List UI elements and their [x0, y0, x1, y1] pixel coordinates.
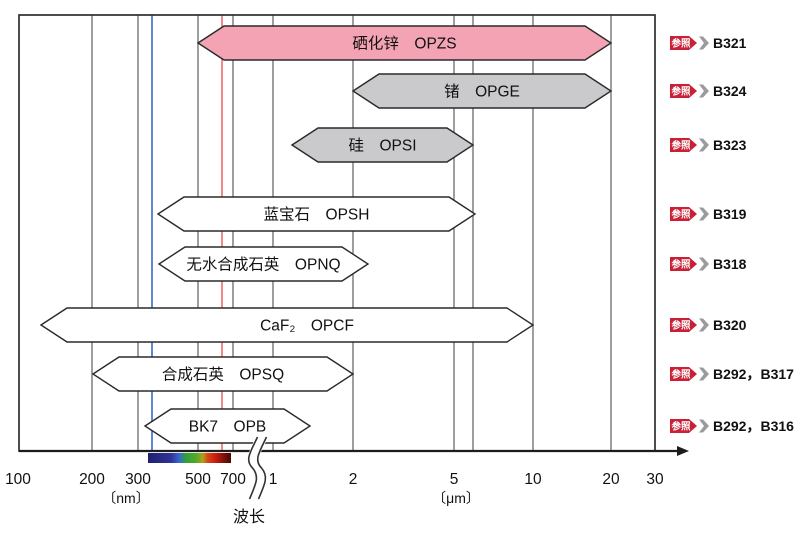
bar-label: 锗 OPGE	[444, 83, 520, 101]
reference-badges: 参照 B321 参照 B324 参照 B323 参照 B319 参照 B318 参照 B320 参照 B2…	[670, 35, 794, 434]
sanzhao-arrow-icon	[670, 257, 697, 271]
badge-label: 参照	[670, 320, 691, 332]
axis-arrow-icon	[677, 446, 689, 456]
ref-badge-opnq[interactable]: 参照 B318	[670, 256, 747, 272]
ref-badge-opsh[interactable]: 参照 B319	[670, 206, 747, 222]
ref-page-label: B321	[713, 35, 747, 51]
x-tick-label-200nm: 200	[79, 471, 105, 488]
sanzhao-arrow-icon	[670, 84, 697, 98]
ref-page-label: B323	[713, 137, 747, 153]
bar-label: 硅 OPSI	[348, 137, 416, 155]
range-bar-shape	[196, 25, 613, 61]
material-bar-opnq: 无水合成石英 OPNQ	[157, 246, 370, 282]
material-bar-opsh: 蓝宝石 OPSH	[156, 196, 477, 232]
chevron-right-icon	[699, 419, 709, 433]
x-tick-label-30um: 30	[646, 471, 664, 488]
chevron-right-icon	[699, 138, 709, 152]
sanzhao-arrow-icon	[670, 207, 697, 221]
chevron-right-icon	[699, 207, 709, 221]
sanzhao-arrow-icon	[670, 419, 697, 433]
ref-page-label: B318	[713, 256, 747, 272]
axis-break-icon	[256, 436, 268, 500]
ref-badge-opge[interactable]: 参照 B324	[670, 83, 747, 99]
range-bar-shape	[351, 73, 613, 109]
range-bar-shape	[290, 127, 475, 163]
bar-label: 蓝宝石 OPSH	[264, 206, 370, 224]
chevron-right-icon	[699, 84, 709, 98]
ref-page-label: B292，B316	[713, 418, 794, 434]
badge-label: 参照	[670, 140, 691, 152]
x-axis-title: 波长	[233, 508, 265, 526]
chevron-right-icon	[699, 257, 709, 271]
ref-badge-opzs[interactable]: 参照 B321	[670, 35, 747, 51]
sanzhao-arrow-icon	[670, 138, 697, 152]
material-bar-opge: 锗 OPGE	[351, 73, 613, 109]
range-bar-shape	[91, 356, 355, 392]
ref-badge-opsi[interactable]: 参照 B323	[670, 137, 747, 153]
ref-page-label: B324	[713, 83, 747, 99]
x-tick-label-2um: 2	[349, 471, 358, 488]
range-bar-shape	[143, 408, 312, 444]
material-bar-opsq: 合成石英 OPSQ	[91, 356, 355, 392]
ref-badge-opb[interactable]: 参照 B292，B316	[670, 418, 794, 434]
axis-break-gap	[247, 434, 267, 502]
axis-break-icon	[247, 436, 259, 500]
x-axis: 100 200 300 500 700 1 2 5 10 20 30	[5, 434, 689, 502]
badge-label: 参照	[670, 421, 691, 433]
x-axis-unit-nm: 〔nm〕	[102, 490, 149, 506]
range-bar-shape	[39, 307, 535, 343]
badge-label: 参照	[670, 38, 691, 50]
x-axis-unit-um: 〔μm〕	[432, 490, 480, 506]
x-tick-label-1um: 1	[269, 471, 278, 488]
badge-label: 参照	[670, 369, 691, 381]
ref-page-label: B292，B317	[713, 366, 794, 382]
badge-label: 参照	[670, 209, 691, 221]
sanzhao-arrow-icon	[670, 367, 697, 381]
bar-label: 无水合成石英 OPNQ	[186, 256, 340, 274]
range-bar-shape	[157, 246, 370, 282]
material-bar-opb: BK7 OPB	[143, 408, 312, 444]
ref-page-label: B319	[713, 206, 747, 222]
material-bar-opsi: 硅 OPSI	[290, 127, 475, 163]
badge-label: 参照	[670, 259, 691, 271]
material-bars: 硒化锌 OPZS 锗 OPGE 硅 OPSI 蓝宝石 OPSH 无水合成石英 OPNQ C…	[39, 25, 613, 444]
chevron-right-icon	[699, 318, 709, 332]
sanzhao-arrow-icon	[670, 318, 697, 332]
material-bar-opcf: CaF₂ OPCF	[39, 307, 535, 343]
ref-badge-opsq[interactable]: 参照 B292，B317	[670, 366, 794, 382]
bar-label: CaF₂ OPCF	[260, 318, 354, 335]
ref-badge-opcf[interactable]: 参照 B320	[670, 317, 747, 333]
x-tick-label-10um: 10	[524, 471, 542, 488]
x-tick-label-5um: 5	[450, 471, 459, 488]
x-tick-label-700nm: 700	[220, 471, 246, 488]
chevron-right-icon	[699, 367, 709, 381]
bar-label: 硒化锌 OPZS	[352, 35, 456, 53]
x-tick-label-100nm: 100	[5, 471, 31, 488]
x-tick-label-300nm: 300	[125, 471, 151, 488]
range-bar-shape	[156, 196, 477, 232]
visible-spectrum-strip	[148, 453, 231, 463]
badge-label: 参照	[670, 86, 691, 98]
bar-label: BK7 OPB	[189, 419, 267, 436]
x-tick-label-500nm: 500	[185, 471, 211, 488]
sanzhao-arrow-icon	[670, 36, 697, 50]
x-tick-label-20um: 20	[602, 471, 620, 488]
bar-label: 合成石英 OPSQ	[162, 366, 284, 384]
chevron-right-icon	[699, 36, 709, 50]
ref-page-label: B320	[713, 317, 747, 333]
material-bar-opzs: 硒化锌 OPZS	[196, 25, 613, 61]
